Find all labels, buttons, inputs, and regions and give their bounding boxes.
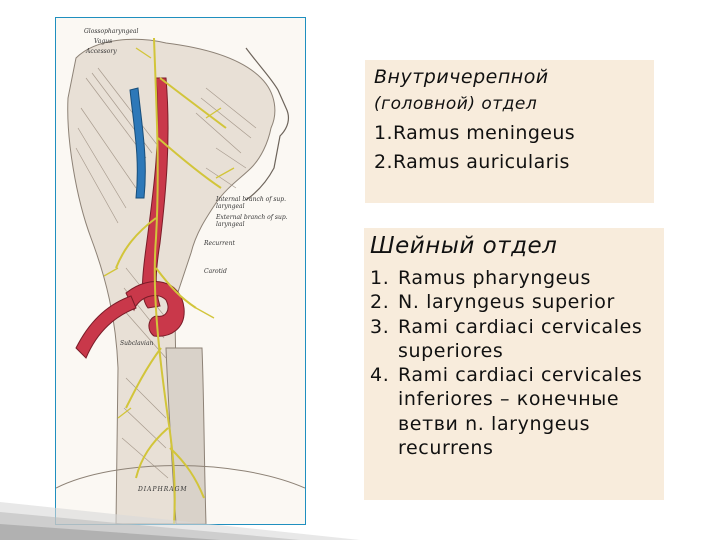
anatomy-drawing xyxy=(56,37,305,524)
cervical-branch-list: 1. Ramus pharyngeus 2. N. laryngeus superi… xyxy=(370,266,664,460)
item-number: 2. xyxy=(370,291,390,314)
label-accessory: Accessory xyxy=(86,48,117,55)
item-text: Ramus meningeus xyxy=(392,122,576,144)
label-external-branch: External branch of sup. laryngeal xyxy=(216,214,288,228)
intracranial-item: 1.Ramus meningeus xyxy=(374,122,575,144)
item-number: 1. xyxy=(374,122,393,144)
item-text: Ramus auricularis xyxy=(392,151,570,173)
nerve-twigs xyxy=(103,47,235,419)
corner-decoration xyxy=(0,502,360,540)
face-profile xyxy=(245,47,290,201)
carotid-artery xyxy=(142,77,169,309)
subclavian-artery xyxy=(75,295,137,359)
item-number: 1. xyxy=(370,267,390,289)
list-item: 4. Rami cardiaci cervicales inferiores – … xyxy=(370,363,664,460)
intracranial-title: Внутричерепной xyxy=(374,66,549,88)
label-recurrent: Recurrent xyxy=(204,240,235,247)
item-number: 3. xyxy=(370,315,390,338)
cervical-title: Шейный отдел xyxy=(370,233,558,259)
list-item: 2. N. laryngeus superior xyxy=(370,290,664,314)
label-subclavian: Subclavian xyxy=(120,340,154,347)
item-number: 4. xyxy=(370,364,390,387)
intracranial-section-box: Внутричерепной (головной) отдел 1.Ramus … xyxy=(365,60,654,203)
list-item: 3. Rami cardiaci cervicales superiores xyxy=(370,315,664,364)
vagus-nerve-illustration: Glossopharyngeal Vagus Accessory Interna… xyxy=(55,17,306,525)
intracranial-subtitle: (головной) отдел xyxy=(374,94,538,114)
item-text: Rami cardiaci cervicales inferiores – ко… xyxy=(398,364,643,460)
head-silhouette xyxy=(67,38,276,524)
item-text: Ramus pharyngeus xyxy=(398,267,592,289)
diaphragm-curve xyxy=(56,465,305,489)
item-text: N. laryngeus superior xyxy=(398,291,615,314)
label-glossopharyngeal: Glossopharyngeal xyxy=(84,28,139,35)
label-internal-branch: Internal branch of sup. laryngeal xyxy=(216,196,287,210)
cervical-section-box: Шейный отдел 1. Ramus pharyngeus 2. N. lar… xyxy=(364,228,664,500)
jugular-vein xyxy=(129,87,146,199)
label-diaphragm: DIAPHRAGM xyxy=(138,486,188,493)
label-carotid: Carotid xyxy=(204,268,227,275)
label-vagus: Vagus xyxy=(94,38,113,45)
item-number: 2. xyxy=(374,151,393,173)
vagus-nerve xyxy=(115,37,227,524)
item-text: Rami cardiaci cervicales superiores xyxy=(398,315,643,362)
intracranial-item: 2.Ramus auricularis xyxy=(374,151,570,173)
list-item: 1. Ramus pharyngeus xyxy=(370,266,664,290)
